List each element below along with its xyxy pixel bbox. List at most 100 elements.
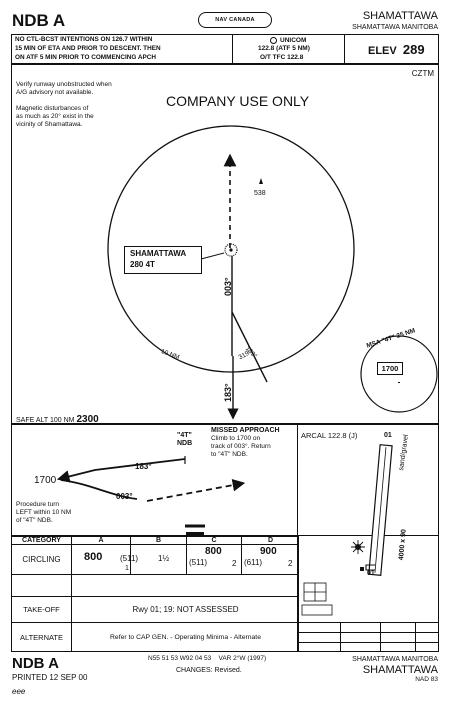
- radial-line: [231, 311, 268, 383]
- minima-col-line-2: [130, 536, 131, 574]
- comm-line-2: 122.8 (ATF 5 NM): [258, 45, 310, 52]
- company-use-only: COMPANY USE ONLY: [166, 93, 310, 109]
- plan-view: [11, 64, 439, 424]
- ndb-name: SHAMATTAWA: [130, 249, 187, 258]
- runway-number-top: 01: [384, 432, 392, 439]
- circling-d-haa: (611): [244, 558, 263, 567]
- footer-chart-id: NDB A: [12, 655, 59, 672]
- missed-line2: Climb to 1700 on: [211, 435, 261, 442]
- footer-location: SHAMATTAWA: [362, 664, 438, 676]
- chart-id: NDB A: [12, 11, 66, 30]
- safe-altitude: SAFE ALT 100 NM 2300: [16, 415, 99, 425]
- info-box: [11, 34, 439, 64]
- category-a: A: [98, 537, 104, 544]
- coordinates: N55 51 53 W92 04 53: [148, 655, 212, 662]
- aerodrome-panel-col-3: [415, 622, 416, 652]
- minima-table: [11, 536, 299, 652]
- notice-line-3: ON ATF 5 MIN PRIOR TO COMMENCING APCH: [15, 54, 156, 61]
- footer-coordinates: N55 51 53 W92 04 53 VAR 2°W (1997): [148, 655, 267, 663]
- category-c: C: [211, 537, 217, 544]
- missed-approach-title: MISSED APPROACH: [211, 427, 280, 434]
- info-divider-1: [232, 34, 233, 64]
- category-b: B: [155, 537, 162, 544]
- info-divider-2: [344, 34, 345, 64]
- obstacle-symbol: [259, 178, 263, 184]
- note2-line3: vicinity of Shamattawa.: [16, 121, 83, 128]
- profile-drawing: [56, 456, 246, 528]
- wind-sock: [360, 567, 364, 571]
- alternate-text: Refer to CAP GEN. - Operating Minima - A…: [110, 634, 261, 641]
- runway-number-bottom: 01: [367, 570, 375, 577]
- ndb-label-box: SHAMATTAWA 280 4T: [124, 246, 202, 274]
- header-location: SHAMATTAWA: [362, 10, 438, 22]
- ndb-frequency: 280 4T: [130, 260, 155, 269]
- aerodrome-diagram: [301, 444, 393, 616]
- arcal-frequency: ARCAL 122.8 (J): [301, 431, 358, 440]
- msa-value-box: 1700: [377, 362, 403, 375]
- circling-ab-haa: (511): [120, 554, 139, 563]
- takeoff-text: Rwy 01; 19: NOT ASSESSED: [132, 605, 239, 614]
- circling-a-vis: 1: [125, 565, 129, 572]
- category-d: D: [267, 537, 274, 544]
- notice-line-1: NO CTL-BCST INTENTIONS ON 126.7 WITHIN: [15, 36, 153, 43]
- circling-c-mda: 800: [205, 546, 222, 557]
- pt-line3: of "4T" NDB.: [16, 517, 53, 524]
- elevation: ELEV 289: [368, 43, 425, 57]
- inbound-profile: [146, 478, 246, 502]
- note1-line2: A/G advisory not available.: [16, 89, 94, 96]
- runway: [368, 444, 393, 576]
- minima-col-line-3: [186, 536, 187, 574]
- minima-col-line-1: [71, 536, 72, 652]
- aerodrome-panel-line-1: [297, 622, 439, 623]
- taxiway: [365, 564, 375, 571]
- minima-row-line-2: [11, 574, 299, 575]
- profile-section: [11, 424, 439, 536]
- outbound-profile: [56, 458, 186, 483]
- plan-view-drawing: [107, 125, 438, 420]
- profile-fix-type: NDB: [177, 440, 193, 447]
- footer-datum: NAD 83: [415, 676, 438, 683]
- elev-value: 289: [402, 42, 425, 57]
- inbound-course: 003°: [223, 277, 233, 296]
- unicom-icon: [270, 37, 277, 44]
- obstacle-elevation: 538: [254, 190, 266, 197]
- circling-d-vis: 2: [288, 559, 293, 568]
- minima-marker-bar: [186, 532, 204, 536]
- logo-text: NAV CANADA: [215, 17, 255, 23]
- note2-line1: Magnetic disturbances of: [16, 105, 89, 112]
- ten-nm-ring: [107, 125, 355, 373]
- notice-line-2: 15 MIN OF ETA AND PRIOR TO DESCENT. THEN: [15, 45, 161, 52]
- footer-mark: eee: [12, 687, 26, 696]
- aerodrome-panel-line-3: [297, 642, 439, 643]
- procedure-turn-profile: [60, 479, 138, 500]
- pt-line1: Procedure turn: [16, 501, 59, 508]
- beacon-symbol: [351, 540, 365, 554]
- comm-line-3: O/T TFC 122.8: [260, 54, 304, 61]
- profile-inbound-course: 003°: [116, 492, 133, 501]
- printed-date: PRINTED 12 SEP 00: [12, 673, 88, 682]
- building-grid: [301, 582, 333, 616]
- minima-col-line-4: [241, 536, 242, 574]
- changes-note: CHANGES: Revised.: [176, 667, 242, 674]
- aerodrome-panel: [297, 536, 439, 652]
- magnetic-variation: VAR 2°W (1997): [218, 655, 267, 662]
- missed-line4: to "4T" NDB.: [211, 451, 248, 458]
- ndb-symbol: [224, 243, 238, 257]
- profile-fix: "4T": [177, 432, 192, 439]
- profile-outbound-course: 183°: [135, 462, 152, 471]
- profile-altitude: 1700: [34, 475, 57, 486]
- minima-row-line-3: [11, 596, 299, 597]
- aerodrome-panel-col-1: [340, 622, 341, 652]
- circling-label: CIRCLING: [22, 555, 61, 564]
- note2-line2: as much as 20° exist in the: [16, 113, 94, 120]
- outbound-course: 183°: [223, 383, 233, 402]
- comm-line-1: UNICOM: [280, 37, 307, 45]
- note1-line1: Verify runway unobstructed when: [16, 81, 112, 88]
- circling-b-vis: 1½: [158, 554, 170, 563]
- profile-divider: [297, 424, 298, 536]
- msa-circle: [360, 335, 438, 413]
- header-location-full: SHAMATTAWA MANITOBA: [352, 24, 438, 31]
- circling-c-vis: 2: [232, 559, 237, 568]
- circling-c-haa: (511): [189, 558, 208, 567]
- aerodrome-panel-col-2: [380, 622, 381, 652]
